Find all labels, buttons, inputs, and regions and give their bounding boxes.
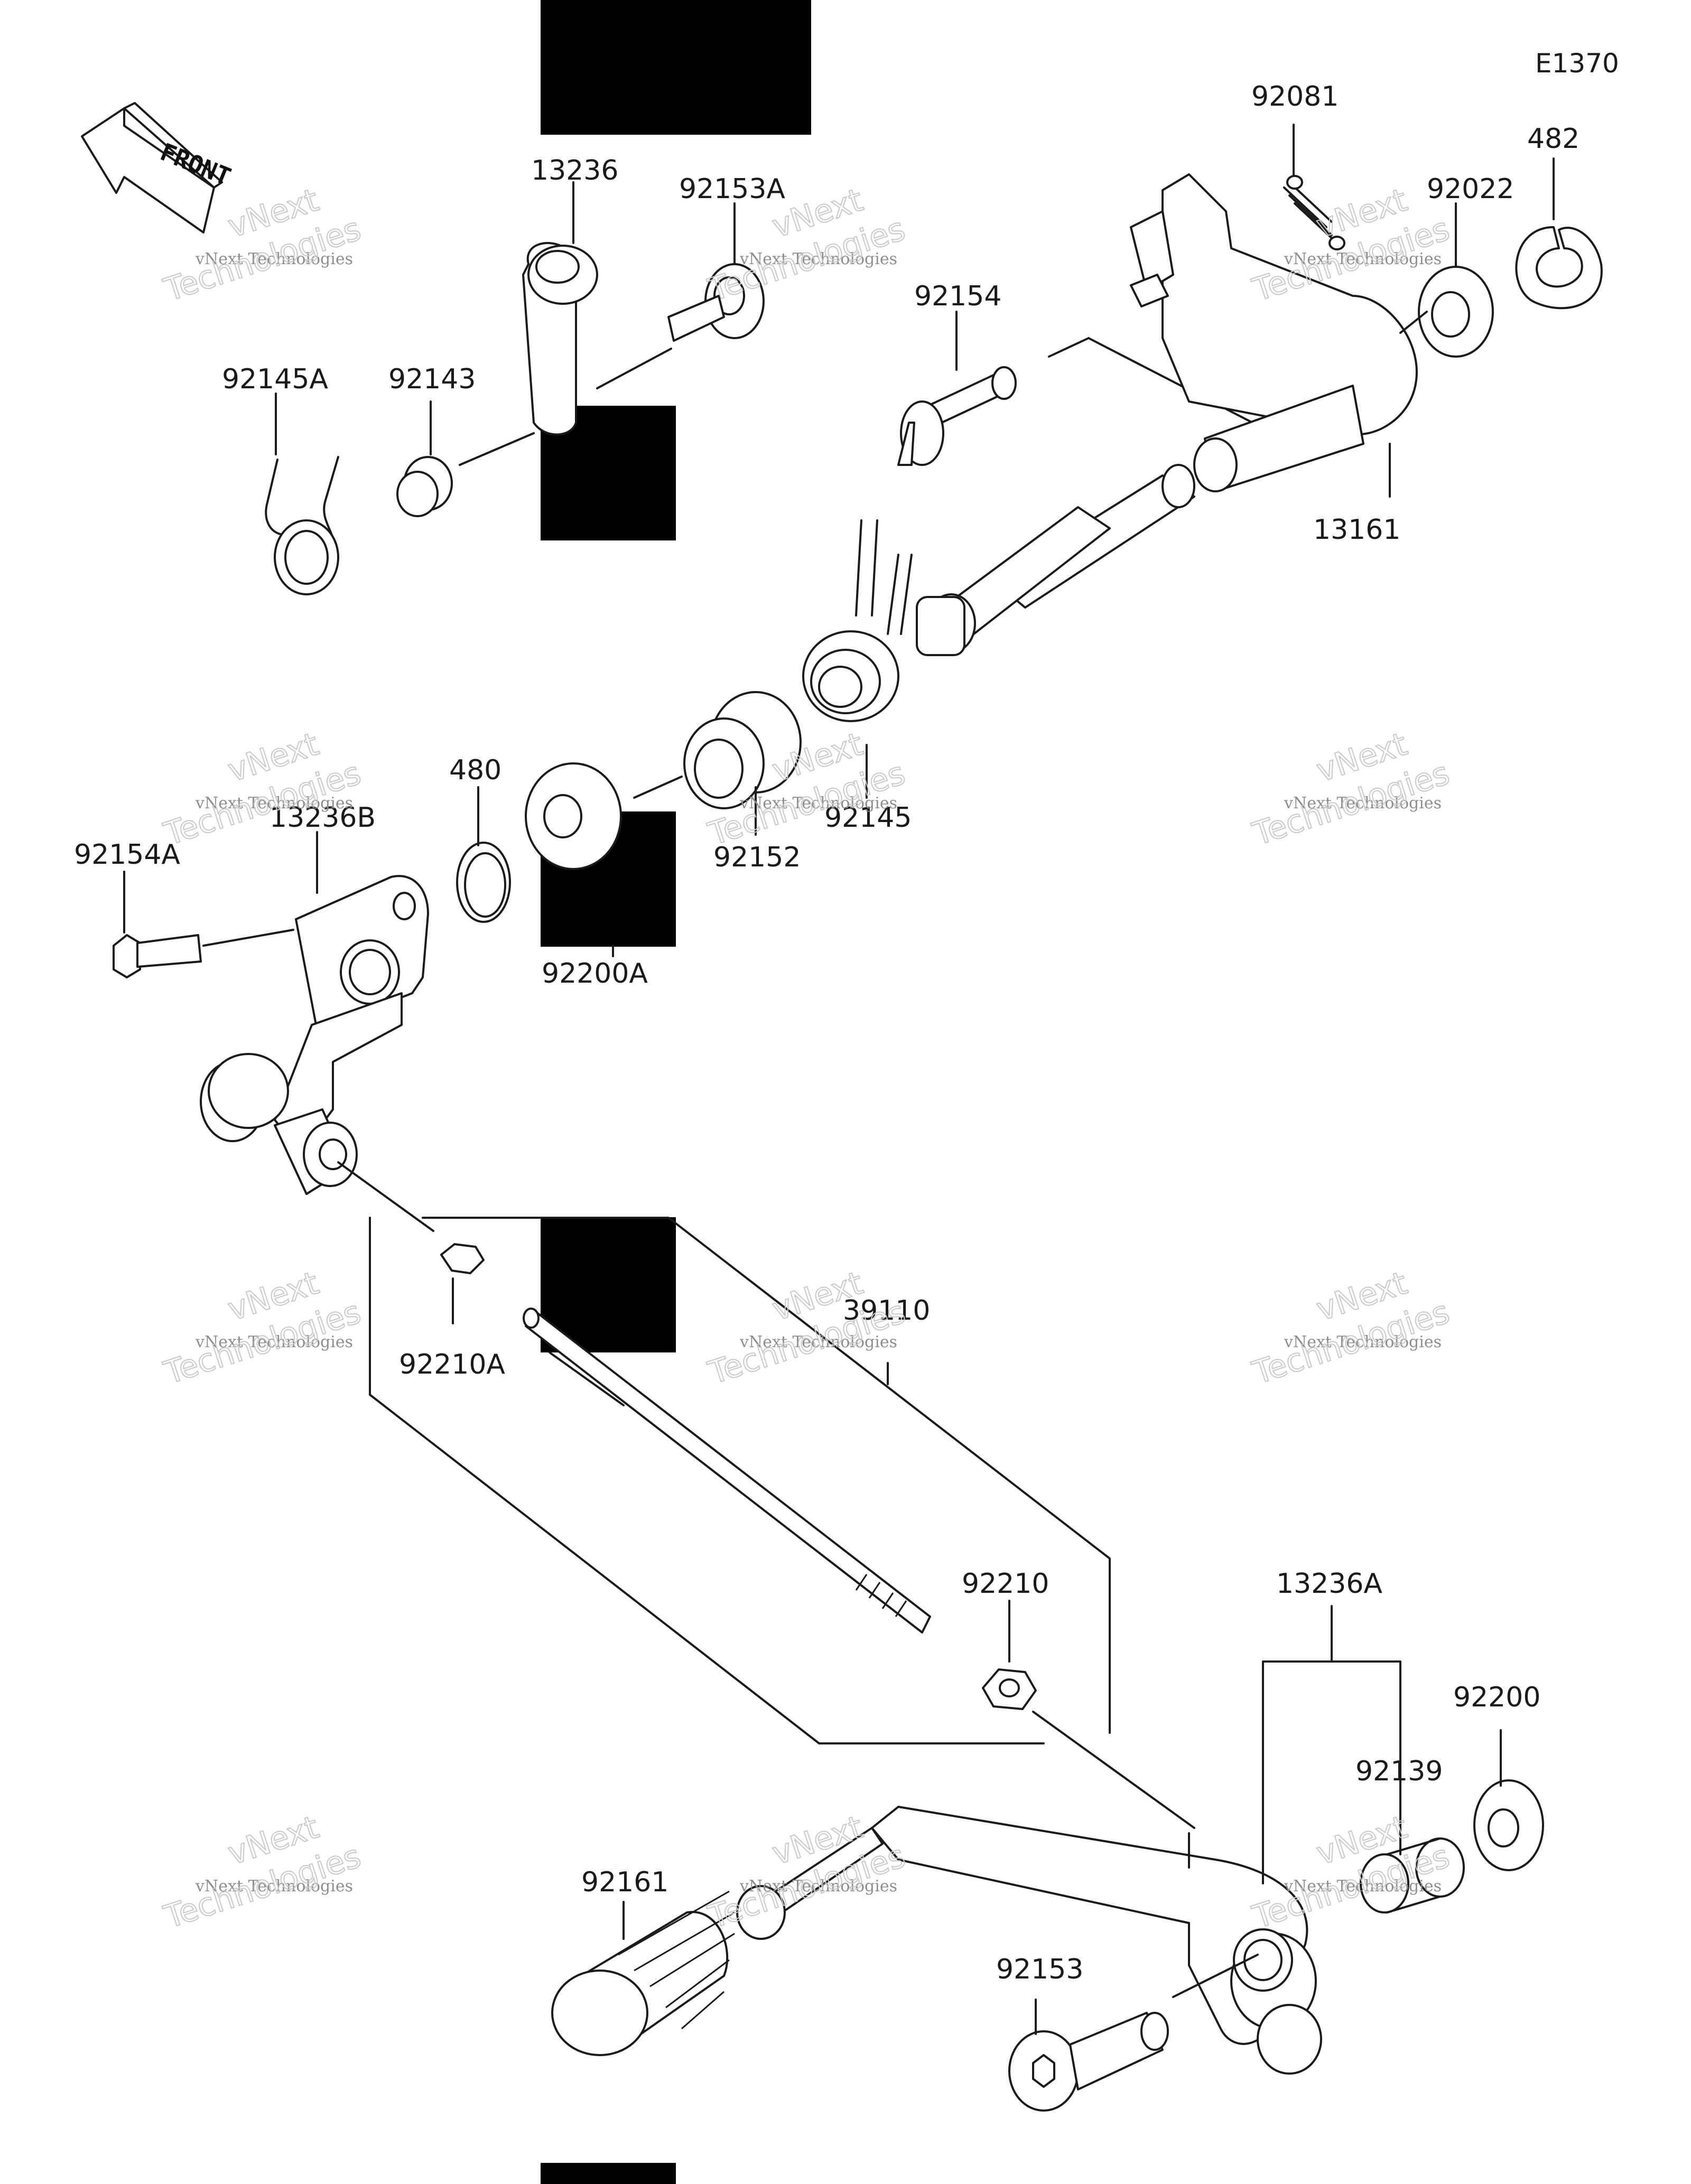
part-39110-tie-rod-drawing: [523, 1308, 931, 1634]
part-13236A-shift-pedal-drawing: [736, 1806, 1322, 2075]
svg-text:vNext Technologies: vNext Technologies: [195, 1333, 353, 1351]
part-92210A-nut-drawing: [440, 1243, 485, 1274]
front-arrow-icon: FRONT: [81, 102, 235, 234]
part-92139-collar-drawing: [1360, 1837, 1465, 1914]
watermark: vNext vNext Technologies Technologies: [159, 725, 366, 854]
label-13161: 13161: [1313, 514, 1400, 546]
part-92153-bolt-drawing: [1008, 2012, 1169, 2112]
part-482-circlip-drawing: [1515, 226, 1603, 310]
label-13236A: 13236A: [1276, 1568, 1382, 1600]
label-480: 480: [449, 754, 501, 786]
label-92154A: 92154A: [74, 839, 180, 871]
label-482: 482: [1527, 123, 1579, 155]
label-92200: 92200: [1453, 1682, 1540, 1713]
label-92143: 92143: [388, 363, 476, 395]
svg-text:vNext Technologies: vNext Technologies: [195, 794, 353, 813]
part-92152-collar-drawing: [633, 691, 802, 809]
part-92022-washer-drawing: [1399, 266, 1494, 358]
part-92145A-spring-drawing: [265, 456, 339, 595]
part-92081-spring-drawing: [1283, 124, 1345, 250]
watermark: vNext vNext Technologies Technologies: [1248, 725, 1454, 854]
redaction-block-bottom: [541, 2163, 676, 2184]
label-92081: 92081: [1251, 81, 1339, 113]
svg-text:vNext Technologies: vNext Technologies: [1284, 1333, 1442, 1351]
leader-lines: [123, 157, 1555, 2035]
label-92145A: 92145A: [222, 363, 328, 395]
part-480-circlip-drawing: [456, 842, 511, 923]
part-13236B-lever-drawing: [200, 875, 434, 1232]
svg-text:vNext Technologies: vNext Technologies: [739, 1877, 897, 1896]
svg-text:vNext Technologies: vNext Technologies: [195, 1877, 353, 1896]
label-92153: 92153: [996, 1954, 1083, 1985]
svg-text:vNext Technologies: vNext Technologies: [739, 794, 897, 813]
part-92154-bolt-drawing: [897, 337, 1259, 466]
diagram-code: E1370: [1535, 48, 1619, 79]
part-13236-shift-arm-drawing: [522, 242, 598, 436]
part-92161-rubber-drawing: [551, 1890, 735, 2056]
label-13236B: 13236B: [270, 802, 376, 834]
label-39110: 39110: [843, 1295, 930, 1327]
label-13236: 13236: [531, 155, 618, 186]
svg-text:vNext Technologies: vNext Technologies: [195, 250, 353, 268]
label-92200A: 92200A: [542, 958, 648, 990]
part-92210-nut-drawing: [982, 1668, 1195, 1829]
watermark: vNext vNext Technologies Technologies: [703, 1264, 910, 1393]
part-92200-washer-drawing: [1473, 1779, 1544, 1871]
redaction-block-lower: [541, 1217, 676, 1352]
watermark: vNext vNext Technologies Technologies: [1248, 1264, 1454, 1393]
part-92200A-washer-drawing: [525, 762, 622, 870]
svg-text:vNext Technologies: vNext Technologies: [1284, 794, 1442, 813]
part-13161-shift-shaft-drawing: [916, 173, 1418, 656]
label-92154: 92154: [914, 281, 1001, 312]
label-92153A: 92153A: [679, 173, 785, 205]
part-labels: 13236 92153A 92081 482 92022 92154 92145…: [74, 81, 1579, 1985]
svg-text:vNext Technologies: vNext Technologies: [1284, 1877, 1442, 1896]
label-92022: 92022: [1427, 173, 1514, 205]
svg-text:vNext Technologies: vNext Technologies: [1284, 250, 1442, 268]
watermark: vNext vNext Technologies Technologies: [1248, 1808, 1454, 1937]
label-92210A: 92210A: [399, 1349, 505, 1380]
part-92143-collar-drawing: [396, 432, 535, 517]
label-92139: 92139: [1355, 1756, 1443, 1787]
part-92154A-bolt-drawing: [113, 929, 294, 978]
part-92153A-bolt-drawing: [596, 263, 765, 389]
label-92145: 92145: [824, 802, 912, 834]
watermark: vNext vNext Technologies Technologies: [159, 1808, 366, 1937]
part-92145-spring-drawing: [802, 519, 913, 722]
label-92152: 92152: [713, 842, 801, 873]
watermark: vNext vNext Technologies Technologies: [159, 1264, 366, 1393]
svg-text:vNext Technologies: vNext Technologies: [739, 1333, 897, 1351]
redaction-block-top: [541, 0, 811, 135]
svg-text:vNext Technologies: vNext Technologies: [739, 250, 897, 268]
label-92210: 92210: [962, 1568, 1049, 1600]
label-92161: 92161: [581, 1866, 668, 1898]
